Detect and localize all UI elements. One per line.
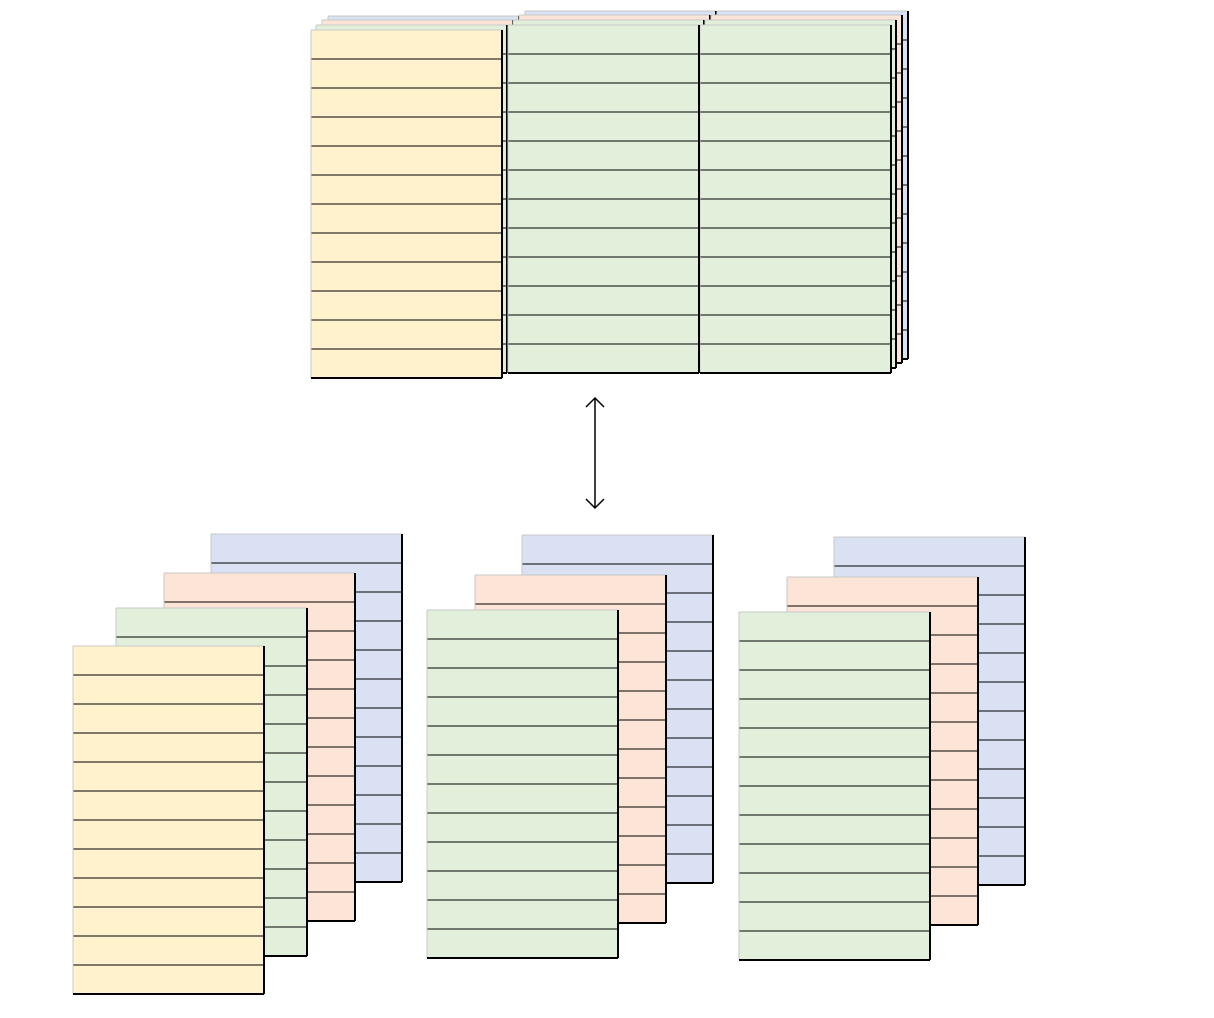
combined-column-1-front: [310, 29, 503, 379]
combined-column-2-front: [507, 24, 700, 374]
stack-3-green-sheet: [738, 611, 931, 961]
split-stack-1: [72, 533, 403, 995]
double-headed-arrow: [585, 396, 605, 510]
arrow-head-down: [585, 498, 605, 510]
split-column-stacks: [72, 533, 1026, 995]
stack-2-green-sheet: [426, 609, 619, 959]
combined-column-3-front: [699, 24, 892, 374]
stack-1-yellow-sheet: [72, 645, 265, 995]
split-stack-3: [738, 536, 1026, 961]
arrow-head-up: [585, 396, 605, 408]
combined-multi-column-table: [310, 10, 909, 379]
split-stack-2: [426, 534, 714, 959]
